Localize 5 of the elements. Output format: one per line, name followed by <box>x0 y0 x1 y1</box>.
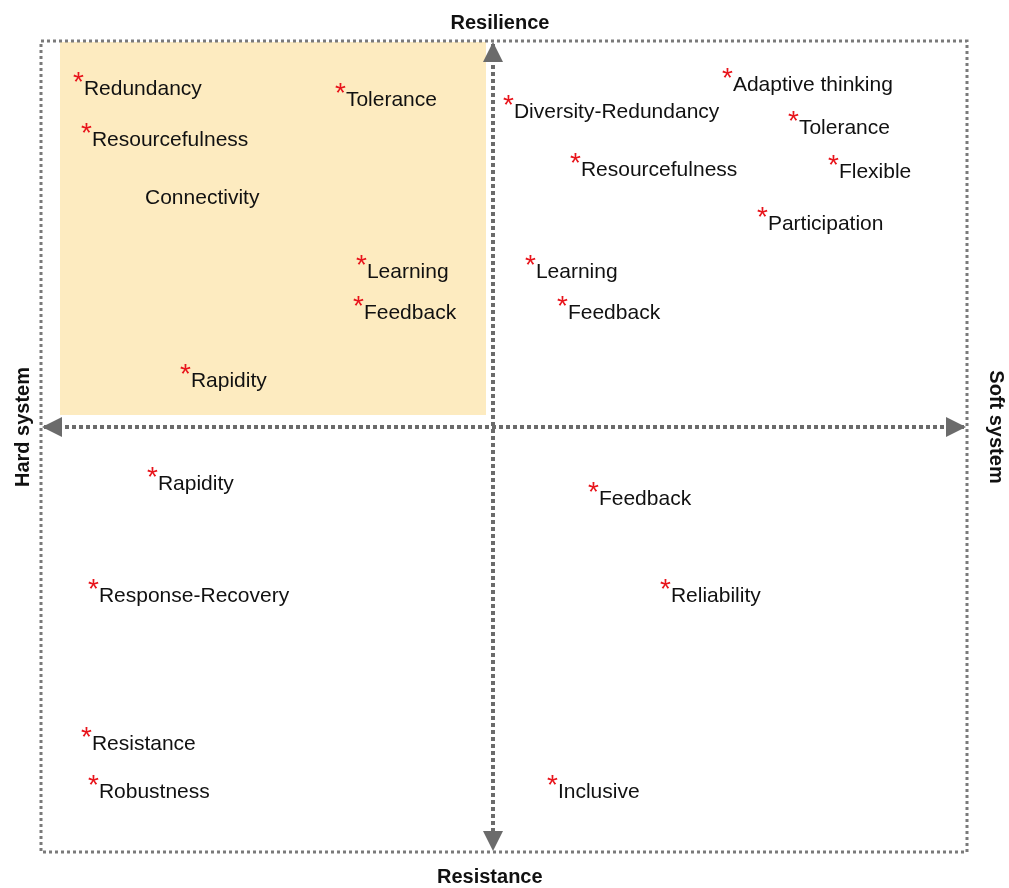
axis-title: Resistance <box>437 864 543 888</box>
axis-title: Resilience <box>450 10 550 35</box>
axis-title: Soft system <box>984 370 1009 484</box>
axis-title: Hard system <box>10 366 35 488</box>
quadrant-term: Connectivity <box>145 184 260 210</box>
